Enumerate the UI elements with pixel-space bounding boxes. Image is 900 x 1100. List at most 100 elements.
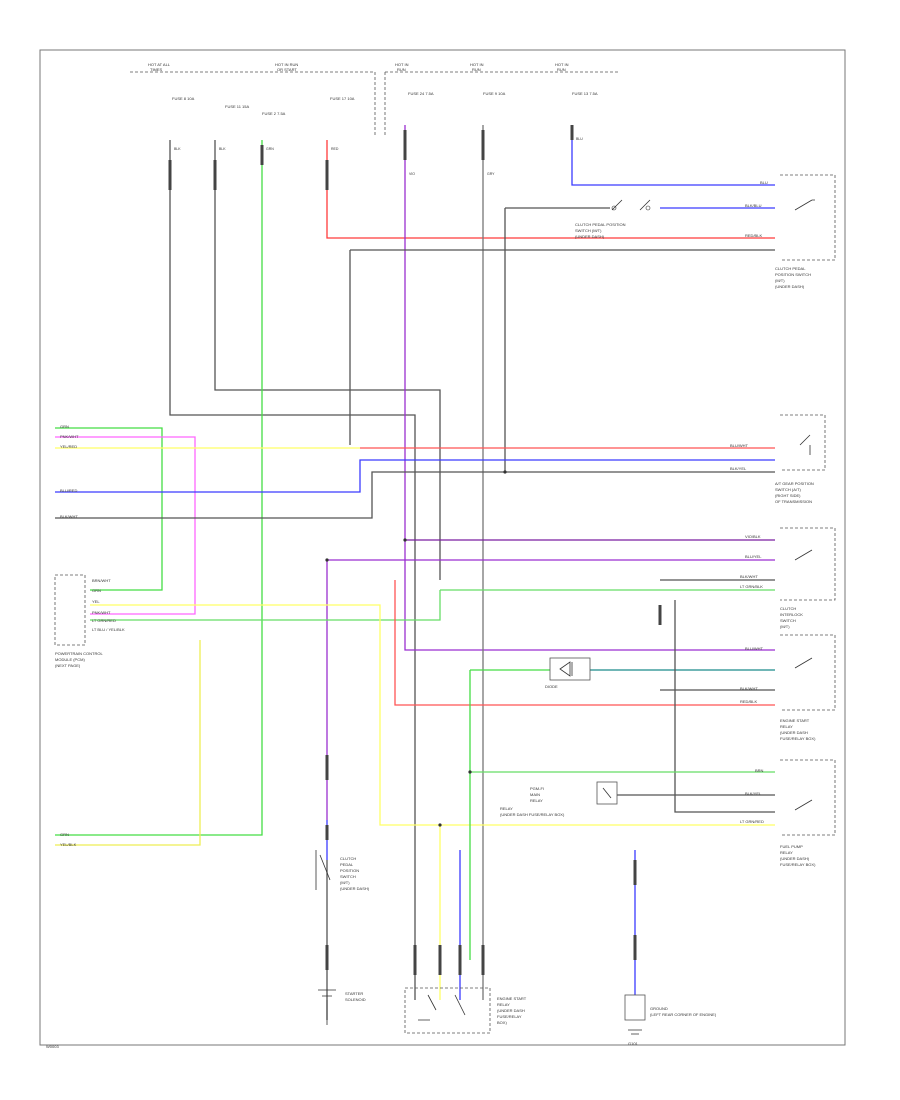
bottom-relay-icon — [418, 994, 466, 1021]
wire-yellow-2 — [90, 604, 775, 826]
wire-group — [55, 125, 775, 1020]
clutch-interlock-name-1: CLUTCH — [780, 606, 796, 611]
pcm-label-3: (NEXT PAGE) — [55, 663, 81, 668]
clutch-interlock-switch-icon — [794, 549, 813, 561]
ground-right-box — [624, 994, 646, 1021]
engine-start-relay-pin-2: BLK/WHT — [740, 686, 758, 691]
engine-start-relay-name-4: FUSE/RELAY BOX) — [780, 736, 816, 741]
wire-code-6: GRY — [487, 172, 495, 176]
wire-black-1 — [169, 140, 416, 1000]
clutch-pedal-pin-1: BLU — [760, 180, 768, 185]
engine-start-relay-name-2: RELAY — [780, 724, 793, 729]
wire-green-2 — [55, 427, 163, 591]
fuse-hot-label-2b: OR START — [277, 67, 297, 72]
wire-code-2: BLK — [219, 147, 226, 151]
at-gear-switch-icon — [799, 434, 811, 455]
pgm-relay-label-1: PGM-FI — [530, 786, 544, 791]
junction-dot-1 — [403, 538, 407, 542]
right-component-fuel-pump-relay: FUEL PUMP RELAY (UNDER DASH) FUSE/RELAY … — [740, 759, 836, 867]
left-pin-2: PNK/WHT — [60, 434, 79, 439]
fuel-pump-relay-pin-2: BLK/YEL — [745, 791, 762, 796]
ground-right: GROUND (LEFT REAR CORNER OF ENGINE) G101 — [624, 994, 717, 1046]
at-gear-name-4: OF TRANSMISSION — [775, 499, 812, 504]
connector-stubs — [168, 125, 662, 975]
clutch-pedal-switch-icon — [794, 199, 815, 211]
fuel-pump-relay-name-2: RELAY — [780, 850, 793, 855]
clutch-interlock-name-2: INTERLOCK — [780, 612, 803, 617]
engine-start-relay-bracket — [780, 634, 836, 711]
fuel-pump-relay-pin-3: LT GRN/RED — [740, 819, 764, 824]
fuse-hot-label-4b: RUN — [472, 67, 481, 72]
wire-red-1 — [326, 140, 775, 239]
wire-yellow-4 — [55, 640, 201, 846]
wire-red-3 — [394, 580, 775, 706]
wire-black-10 — [674, 600, 775, 813]
bottom-left-switch: CLUTCH PEDAL POSITION SWITCH (M/T) (UNDE… — [315, 850, 370, 891]
fuse-hot-label-5b: RUN — [557, 67, 566, 72]
bottom-relay-label-2: RELAY — [497, 1002, 510, 1007]
bottom-left-switch-label-3: POSITION — [340, 868, 359, 873]
clutch-interlock-pin-1: VIO/BLK — [745, 534, 761, 539]
at-gear-name-1: A/T GEAR POSITION — [775, 481, 814, 486]
fuse-label-6: FUSE 9 10A — [483, 91, 506, 96]
clutch-interlock-bracket — [780, 527, 836, 601]
bottom-left-switch-label-6: (UNDER DASH) — [340, 886, 370, 891]
center-diode: DIODE — [545, 657, 591, 689]
fuse-hot-label-3b: RUN — [397, 67, 406, 72]
at-gear-pin-2: BLK/YEL — [730, 466, 747, 471]
engine-start-relay-name-3: (UNDER DASH — [780, 730, 808, 735]
pcm-pin-6: LT BLU / YEL/BLK — [92, 627, 125, 632]
bottom-left-switch-label-5: (M/T) — [340, 880, 350, 885]
pgm-relay-label-2: MAIN — [530, 792, 540, 797]
wire-blue-1 — [571, 125, 775, 186]
diagram-frame — [39, 49, 846, 1046]
at-gear-bracket — [780, 414, 826, 471]
engine-start-relay-pin-1: BLU/WHT — [745, 646, 764, 651]
clutch-interlock-name-3: SWITCH — [780, 618, 796, 623]
wire-code-7: BLU — [576, 137, 583, 141]
fuse-label-4: FUSE 17 10A — [330, 96, 355, 101]
left-pin-1: GRN — [60, 424, 69, 429]
fuse-hot-label-4: HOT IN — [470, 62, 484, 67]
center-pgm-relay: PGM-FI MAIN RELAY RELAY (UNDER DASH FUSE… — [500, 781, 618, 817]
clutch-interlock-pin-4: LT GRN/BLK — [740, 584, 763, 589]
pcm-pin-4: PNK/WHT — [92, 610, 111, 615]
left-pin-4: BLU/RED — [60, 488, 77, 493]
page-code: W0003 — [46, 1044, 59, 1049]
junction-dots — [325, 470, 507, 827]
fuse-hot-label-2: HOT IN RUN — [275, 62, 298, 67]
pcm-pin-5: LT GRN/RED — [92, 618, 116, 623]
fuse-box-top: HOT AT ALL TIMES HOT IN RUN OR START HOT… — [130, 62, 620, 135]
bottom-left-switch-label-1: CLUTCH — [340, 856, 356, 861]
wire-green-1 — [55, 140, 263, 836]
fuse-label-5: FUSE 24 7.5A — [408, 91, 434, 96]
diode-label: DIODE — [545, 684, 558, 689]
left-bottom-pin-2: YEL/BLK — [60, 842, 77, 847]
junction-dot-3 — [468, 770, 472, 774]
diode-icon — [559, 661, 573, 677]
ground-icon — [628, 1029, 642, 1035]
clutch-interlock-name-4: (M/T) — [780, 624, 790, 629]
pgm-relay-icon — [602, 787, 612, 799]
fuel-pump-relay-bracket — [780, 759, 836, 836]
pcm-box — [54, 574, 86, 646]
pcm-pin-1: BRN/WHT — [92, 578, 111, 583]
fuse-label-1: FUSE 8 10A — [172, 96, 195, 101]
clutch-interlock-pin-3: BLK/WHT — [740, 574, 758, 579]
fuse-hot-label-1b: TIMES — [150, 67, 163, 72]
starter-solenoid: STARTER SOLENOID — [318, 989, 366, 1025]
bottom-left-switch-label-4: SWITCH — [340, 874, 356, 879]
engine-start-relay-name-1: ENGINE START — [780, 718, 810, 723]
bottom-relay-box — [404, 987, 491, 1034]
relay-note-2: (UNDER DASH FUSE/RELAY BOX) — [500, 812, 565, 817]
engine-start-relay-pin-3: RED/BLK — [740, 699, 757, 704]
ground-right-label-1: GROUND — [650, 1006, 668, 1011]
wire-lightgreen-2 — [90, 590, 441, 621]
bottom-relay-label-1: ENGINE START — [497, 996, 527, 1001]
clutch-pedal-pin-3: RED/BLK — [745, 233, 762, 238]
clutch-pedal-pin-2: BLK/BLU — [745, 203, 762, 208]
fuel-pump-relay-name-3: (UNDER DASH) — [780, 856, 810, 861]
fuse-hot-label-5: HOT IN — [555, 62, 569, 67]
fuse-label-7: FUSE 13 7.5A — [572, 91, 598, 96]
right-component-at-gear: A/T GEAR POSITION SWITCH (A/T) (RIGHT SI… — [730, 414, 826, 504]
